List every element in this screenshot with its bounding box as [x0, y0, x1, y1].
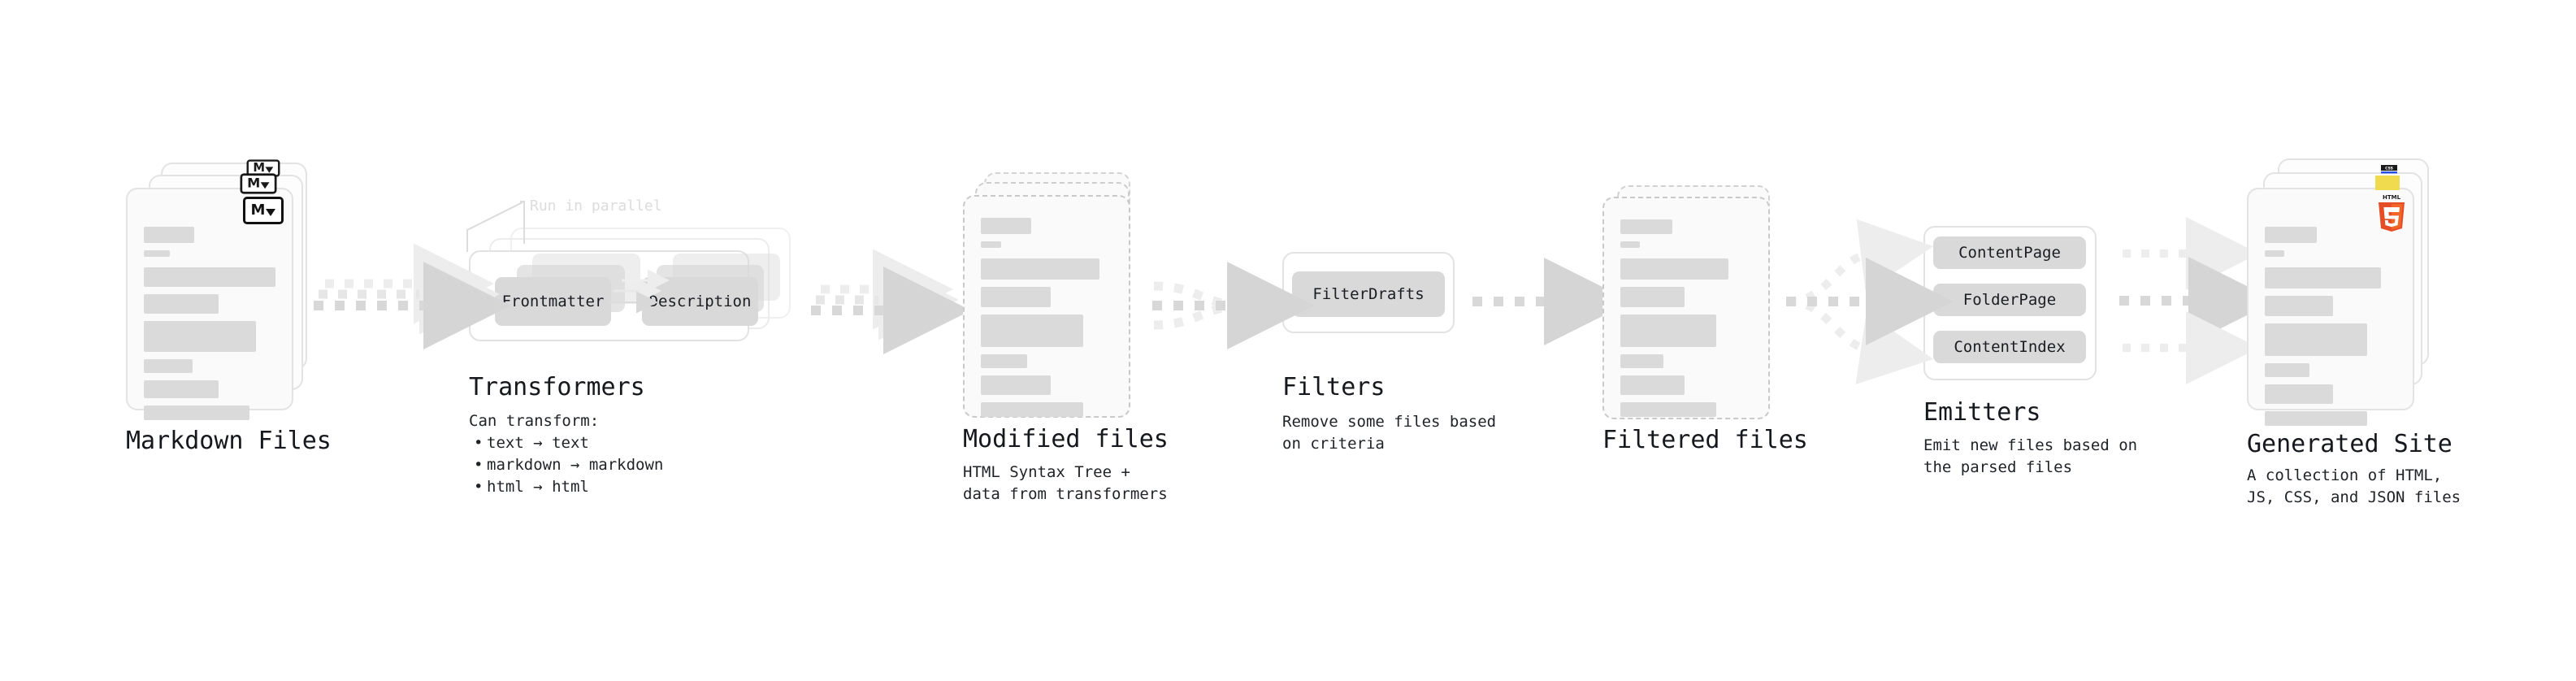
markdown-icon-back-1: M: [240, 173, 277, 194]
transformers-bullet-markdown: markdown → markdown: [474, 454, 737, 476]
generated-site-stack: CSS HTML: [2247, 158, 2442, 426]
markdown-file-front: [126, 188, 293, 420]
markdown-icon-arrow: [266, 208, 276, 216]
connector-transformers-to-modified: [811, 249, 971, 354]
emitters-pill-contentindex[interactable]: ContentIndex: [1933, 331, 2086, 363]
transformers-bullet-html: html → html: [474, 476, 737, 498]
markdown-icon-back-2: M: [246, 159, 280, 177]
filtered-files-title: Filtered files: [1602, 426, 1808, 454]
css3-icon-svg: CSS: [2381, 165, 2397, 174]
markdown-file-placeholder-lines: [144, 227, 275, 420]
transformers-bullet-list: text → text markdown → markdown html → h…: [469, 432, 737, 498]
filters-pill-filterdrafts[interactable]: FilterDrafts: [1292, 271, 1445, 317]
markdown-files-title: Markdown Files: [126, 427, 332, 455]
html5-icon-svg: HTML: [2379, 194, 2405, 232]
emitters-title: Emitters: [1923, 398, 2041, 427]
transformers-caption: Can transform: text → text markdown → ma…: [469, 410, 737, 498]
modified-file-placeholder-lines: [981, 218, 1112, 417]
connector-filtered-to-emitters: [1786, 219, 1954, 384]
transformers-pill-description[interactable]: Description: [642, 277, 758, 326]
emitters-pill-folderpage[interactable]: FolderPage: [1933, 284, 2086, 316]
css3-icon: CSS: [2379, 163, 2400, 174]
transformers-caption-intro: Can transform:: [469, 412, 600, 430]
filtered-file-placeholder-lines: [1620, 219, 1752, 417]
connector-modified-to-filters: [1152, 262, 1315, 349]
markdown-icon-letter: M: [247, 176, 261, 191]
generated-site-title: Generated Site: [2247, 430, 2452, 458]
markdown-icon: M: [243, 197, 284, 224]
markdown-icon-arrow: [265, 166, 274, 173]
filters-title: Filters: [1282, 373, 1386, 401]
transformers-bullet-text: text → text: [474, 432, 737, 454]
modified-files-stack: [963, 172, 1150, 424]
filters-caption: Remove some files based on criteria: [1282, 413, 1497, 453]
generated-site-caption: A collection of HTML, JS, CSS, and JSON …: [2247, 466, 2461, 506]
markdown-icon-letter: M: [253, 160, 266, 176]
html5-icon: HTML: [2375, 193, 2408, 232]
emitters-caption: Emit new files based on the parsed files: [1923, 436, 2138, 476]
filtered-file-front: [1602, 197, 1770, 419]
markdown-files-stack: M M M: [126, 159, 313, 420]
generated-file-placeholder-lines: [2265, 227, 2396, 426]
connector-emitters-to-generated: [2119, 217, 2276, 384]
modified-files-title: Modified files: [963, 425, 1169, 453]
js-icon: [2375, 176, 2400, 190]
transformers-pill-frontmatter[interactable]: Frontmatter: [495, 277, 611, 326]
connector-markdown-to-transformers: [314, 243, 511, 349]
markdown-icon-letter: M: [250, 202, 266, 219]
modified-files-caption: HTML Syntax Tree + data from transformer…: [963, 463, 1168, 503]
markdown-icon-arrow: [261, 181, 270, 189]
svg-text:CSS: CSS: [2385, 167, 2393, 171]
run-in-parallel-label: Run in parallel: [530, 197, 662, 215]
emitters-pill-contentpage[interactable]: ContentPage: [1933, 236, 2086, 269]
filtered-files-stack: [1602, 185, 1789, 429]
svg-text:HTML: HTML: [2383, 194, 2401, 201]
transformers-title: Transformers: [469, 373, 645, 401]
modified-file-front: [963, 195, 1130, 418]
